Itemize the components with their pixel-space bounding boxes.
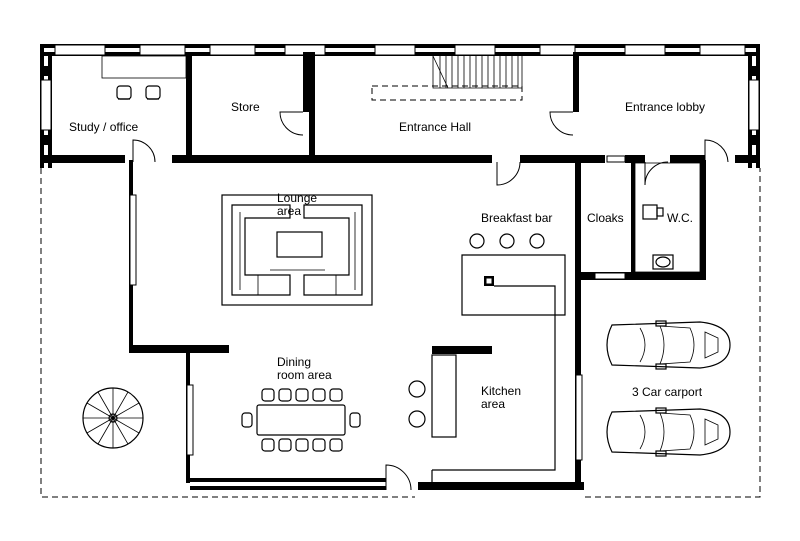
label-wc: W.C. [667, 211, 693, 225]
car-bottom [606, 407, 731, 457]
label-lounge-line1: Lounge [277, 191, 317, 205]
label-kitchen-line2: area [481, 397, 505, 411]
doors-top [132, 111, 729, 186]
dashed-boundary [40, 168, 761, 498]
label-breakfast-bar: Breakfast bar [481, 211, 552, 225]
label-dining-line2: room area [277, 368, 332, 382]
dining-set [241, 388, 361, 452]
label-kitchen-line1: Kitchen [481, 384, 521, 398]
bar-stools [469, 233, 545, 249]
label-cloaks: Cloaks [587, 211, 624, 225]
label-store: Store [231, 100, 260, 114]
label-entrance-hall: Entrance Hall [399, 120, 471, 134]
stair-flight [371, 55, 523, 101]
room-labels: Study / office Store Entrance Hall Entra… [69, 100, 705, 411]
main-walls [129, 160, 706, 491]
label-lounge-line2: area [277, 204, 301, 218]
label-entrance-lobby: Entrance lobby [625, 100, 705, 114]
spiral-staircase [82, 387, 144, 449]
label-study: Study / office [69, 120, 138, 134]
top-strip-walls [101, 52, 579, 162]
label-carport: 3 Car carport [632, 385, 703, 399]
label-dining-line1: Dining [277, 355, 311, 369]
outer-walls [40, 44, 760, 168]
lounge-sofa [221, 194, 373, 306]
car-top [606, 320, 731, 370]
kitchen-worktop [408, 254, 566, 482]
